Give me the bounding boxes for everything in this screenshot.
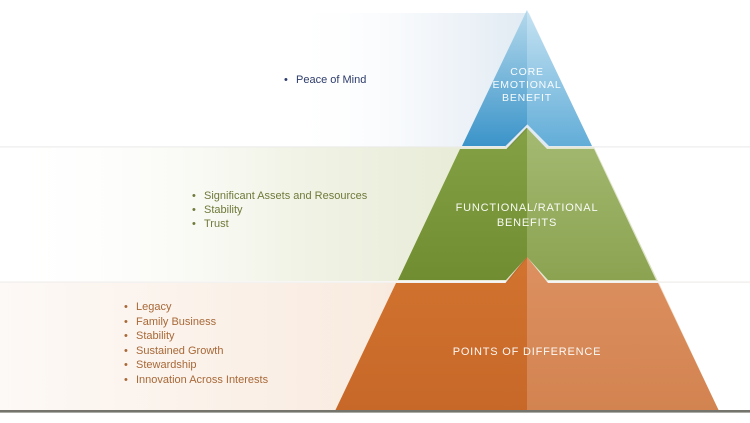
bullet-label: Family Business [136,315,217,328]
bullet-icon: • [192,204,196,216]
bullet-label: Significant Assets and Resources [204,190,368,202]
band-divider-line-top [0,146,750,148]
list-item: • Innovation Across Interests [124,373,268,388]
list-item: • Significant Assets and Resources [192,189,367,203]
pyramid-base-line [0,410,750,413]
tier2-label: FUNCTIONAL/RATIONAL BENEFITS [455,202,599,229]
bullet-icon: • [192,190,196,202]
bullet-icon: • [124,359,128,371]
bullet-label: Legacy [136,301,172,313]
bullet-icon: • [124,330,128,342]
bullet-label: Trust [204,218,229,230]
tier3-spike-shadow-edge [505,256,528,284]
tier2-right-face [527,128,656,280]
list-item: • Stability [124,329,268,344]
bullet-label: Innovation Across Interests [136,373,269,386]
tier1-right-face [527,10,592,146]
bullet-label: Stewardship [136,359,197,371]
tier3-bullet-list: • Legacy • Family Business • Stability •… [124,300,268,387]
tier1-left-face [462,10,527,146]
band-divider-line-middle [0,281,750,283]
tier2-spike-shadow-edge [506,127,528,150]
tier3-right-face [527,257,719,411]
list-item: • Family Business [124,315,268,330]
tier1-notch-shadow-edge [504,123,528,147]
list-item: • Trust [192,217,367,231]
bullet-label: Peace of Mind [296,74,367,86]
tier2-bullet-list: • Significant Assets and Resources • Sta… [192,189,367,231]
bullet-icon: • [124,315,128,328]
bullet-icon: • [124,373,128,386]
list-item: • Stability [192,203,367,217]
tier3-left-face [335,257,527,411]
bullet-icon: • [192,218,196,230]
bullet-label: Stability [204,204,243,216]
bullet-icon: • [284,74,288,86]
list-item: • Sustained Growth [124,344,268,359]
tier3-label: POINTS OF DIFFERENCE [452,346,602,358]
bullet-label: Sustained Growth [136,344,224,357]
list-item: • Stewardship [124,358,268,373]
bullet-label: Stability [136,330,175,342]
list-item: • Peace of Mind [284,73,366,87]
tier2-left-face [398,128,527,280]
tier1-label: CORE EMOTIONAL BENEFIT [492,66,562,104]
bullet-icon: • [124,301,128,313]
tier1-bullet-list: • Peace of Mind [284,73,366,87]
list-item: • Legacy [124,300,268,315]
bullet-icon: • [124,344,128,357]
